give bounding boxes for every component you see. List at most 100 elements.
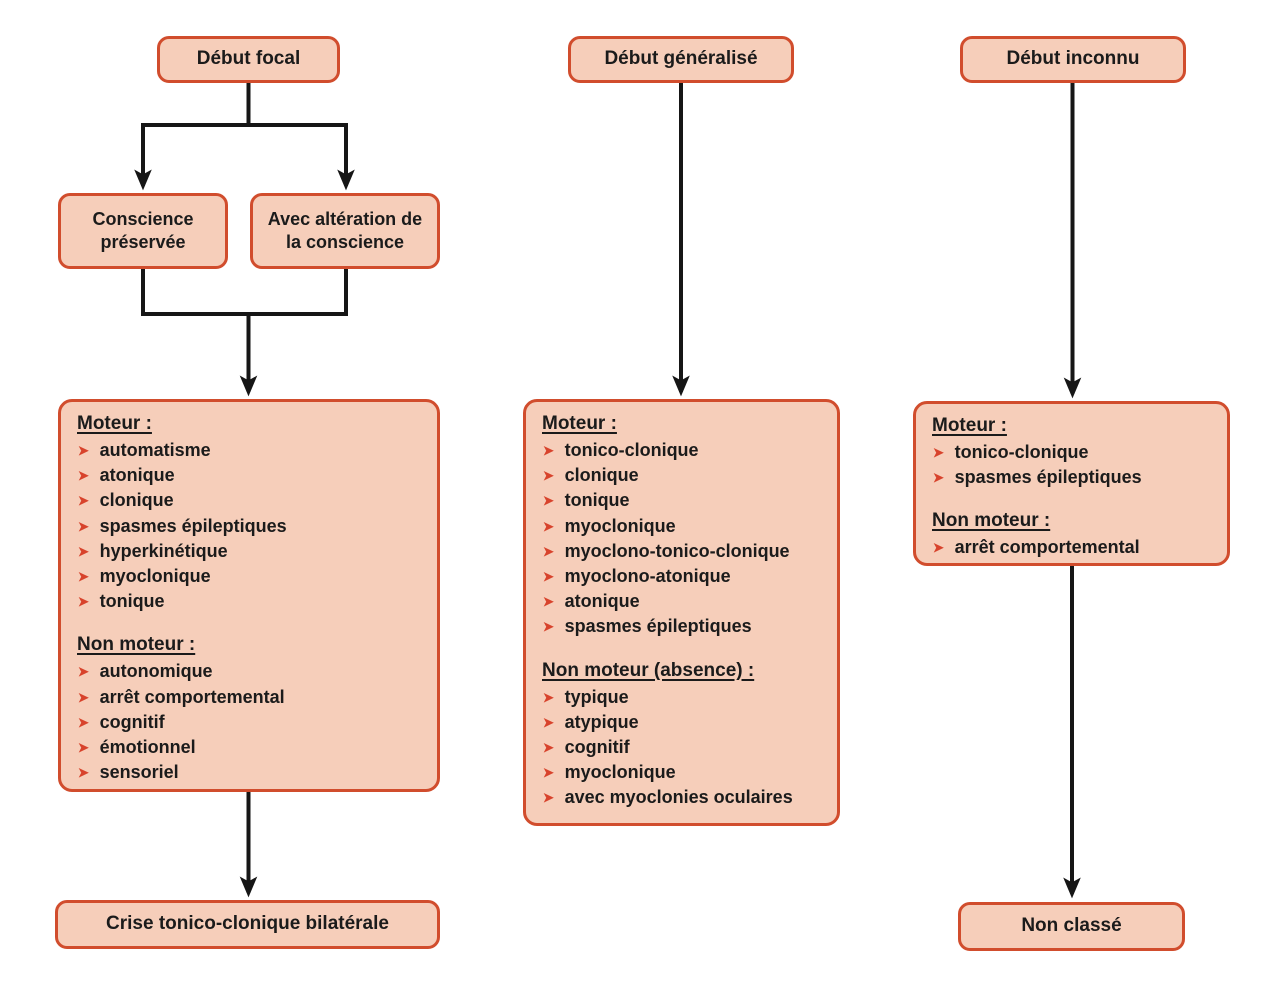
bullet-arrow-icon: ➤ <box>542 714 555 732</box>
list-item-label: sensoriel <box>99 762 179 783</box>
bullet-arrow-icon: ➤ <box>77 663 90 681</box>
list-item-label: tonico-clonique <box>564 440 699 461</box>
list-item-label: avec myoclonies oculaires <box>564 787 793 808</box>
list-item: ➤clonique <box>542 463 821 488</box>
bullet-arrow-icon: ➤ <box>77 689 90 707</box>
node-non-classe: Non classé <box>958 902 1185 951</box>
bullet-arrow-icon: ➤ <box>542 543 555 561</box>
list-item-label: spasmes épileptiques <box>99 515 287 536</box>
list-item: ➤ spasmes épileptiques <box>932 465 1211 490</box>
bullet-arrow-icon: ➤ <box>77 714 90 732</box>
bullet-arrow-icon: ➤ <box>542 789 555 807</box>
list-item: ➤cognitif <box>542 735 821 760</box>
section-generalise-moteur: Moteur : ➤tonico-clonique➤clonique➤toniq… <box>542 413 821 640</box>
section-inconnu-moteur: Moteur : ➤tonico-clonique ➤ spasmes épilep… <box>932 415 1211 490</box>
bullet-arrow-icon: ➤ <box>77 568 90 586</box>
bullet-arrow-icon: ➤ <box>932 539 945 557</box>
list-item-label: cognitif <box>99 711 165 732</box>
list-item-label: clonique <box>99 490 174 511</box>
node-debut-focal: Début focal <box>157 36 340 83</box>
bullet-arrow-icon: ➤ <box>542 739 555 757</box>
list-item-label: tonique <box>99 591 165 612</box>
focal-manifestations-box: Moteur : ➤automatisme➤atonique➤clonique➤… <box>58 399 440 792</box>
list-item: ➤ tonico-clonique <box>542 438 821 463</box>
list-item: ➤ myoclonique <box>77 564 421 589</box>
list-item-label: automatisme <box>99 440 211 461</box>
list-item: ➤ spasmes épileptiques <box>542 614 821 639</box>
list-item-label: atypique <box>564 711 639 732</box>
list-item-label: myoclonique <box>564 762 676 783</box>
list-item: ➤ typique <box>542 685 821 710</box>
bullet-arrow-icon: ➤ <box>77 518 90 536</box>
list-item-label: arrêt comportemental <box>954 537 1140 558</box>
item-list: ➤ arrêt comportemental <box>932 535 1211 560</box>
list-item: ➤ automatisme <box>77 438 421 463</box>
node-debut-inconnu: Début inconnu <box>960 36 1186 83</box>
list-item: ➤autonomique <box>77 659 421 684</box>
list-item-label: myoclonique <box>99 566 211 587</box>
list-item: ➤ émotionnel <box>77 735 421 760</box>
list-item: ➤ myoclonique <box>542 514 821 539</box>
list-item-label: typique <box>564 686 629 707</box>
bullet-arrow-icon: ➤ <box>542 689 555 707</box>
bullet-arrow-icon: ➤ <box>542 618 555 636</box>
list-item-label: myoclono-tonico-clonique <box>564 540 790 561</box>
section-title: Moteur : <box>542 413 617 434</box>
list-item-label: spasmes épileptiques <box>564 616 752 637</box>
list-item: ➤ atypique <box>542 710 821 735</box>
list-item: ➤ spasmes épileptiques <box>77 514 421 539</box>
bullet-arrow-icon: ➤ <box>77 442 90 460</box>
bullet-arrow-icon: ➤ <box>542 442 555 460</box>
bullet-arrow-icon: ➤ <box>542 518 555 536</box>
list-item-label: clonique <box>564 465 639 486</box>
node-alteration-conscience: Avec altération de la conscience <box>250 193 440 269</box>
item-list: ➤typique➤atypique➤cognitif➤myoclonique➤a… <box>542 685 821 811</box>
list-item: ➤atonique <box>542 589 821 614</box>
item-list: ➤tonico-clonique ➤ spasmes épileptiques <box>932 440 1211 490</box>
list-item: ➤ myoclonique <box>542 760 821 785</box>
list-item: ➤arrêt comportemental <box>77 685 421 710</box>
bullet-arrow-icon: ➤ <box>542 492 555 510</box>
bullet-arrow-icon: ➤ <box>77 543 90 561</box>
list-item: ➤tonico-clonique <box>932 440 1211 465</box>
list-item: ➤ avec myoclonies oculaires <box>542 785 821 810</box>
node-conscience-preservee: Conscience préservée <box>58 193 228 269</box>
generalise-manifestations-box: Moteur : ➤tonico-clonique➤clonique➤toniq… <box>523 399 840 826</box>
list-item: ➤ sensoriel <box>77 760 421 785</box>
inconnu-manifestations-box: Moteur : ➤tonico-clonique➤spasmes épilep… <box>913 401 1230 566</box>
bullet-arrow-icon: ➤ <box>77 739 90 757</box>
list-item-label: spasmes épileptiques <box>954 467 1142 488</box>
list-item-label: hyperkinétique <box>99 540 228 561</box>
list-item-label: myoclono-atonique <box>564 566 731 587</box>
section-title: Non moteur : <box>77 634 196 656</box>
list-item-label: émotionnel <box>99 736 196 757</box>
item-list: ➤tonico-clonique➤clonique➤tonique➤myoclo… <box>542 438 821 640</box>
bullet-arrow-icon: ➤ <box>542 764 555 782</box>
bullet-arrow-icon: ➤ <box>77 467 90 485</box>
bullet-arrow-icon: ➤ <box>77 492 90 510</box>
bullet-arrow-icon: ➤ <box>77 593 90 611</box>
section-generalise-non-moteur: Non moteur (absence) : ➤ typique ➤ atypique… <box>542 660 821 811</box>
section-focal-moteur: Moteur : ➤automatisme➤atonique➤clonique➤… <box>77 413 421 614</box>
section-title: Moteur : <box>932 415 1007 436</box>
list-item: ➤ myoclono-atonique <box>542 564 821 589</box>
list-item: ➤ clonique <box>77 488 421 513</box>
node-crise-tonico-clonique-bilaterale: Crise tonico-clonique bilatérale <box>55 900 440 949</box>
list-item: ➤ arrêt comportemental <box>932 535 1211 560</box>
item-list: ➤autonomique➤arrêt comportemental➤cognit… <box>77 659 421 785</box>
node-debut-generalise: Début généralisé <box>568 36 794 83</box>
section-title: Non moteur (absence) : <box>542 659 755 681</box>
list-item: ➤ cognitif <box>77 710 421 735</box>
bullet-arrow-icon: ➤ <box>932 469 945 487</box>
section-inconnu-non-moteur: Non moteur : ➤ arrêt comportemental <box>932 510 1211 560</box>
list-item: ➤ myoclono-tonico-clonique <box>542 539 821 564</box>
list-item: ➤ tonique <box>77 589 421 614</box>
list-item-label: myoclonique <box>564 515 676 536</box>
bullet-arrow-icon: ➤ <box>77 764 90 782</box>
list-item-label: tonique <box>564 490 630 511</box>
list-item: ➤ hyperkinétique <box>77 539 421 564</box>
bullet-arrow-icon: ➤ <box>542 568 555 586</box>
section-title: Non moteur : <box>932 510 1051 532</box>
list-item-label: tonico-clonique <box>954 442 1089 463</box>
list-item: ➤atonique <box>77 463 421 488</box>
